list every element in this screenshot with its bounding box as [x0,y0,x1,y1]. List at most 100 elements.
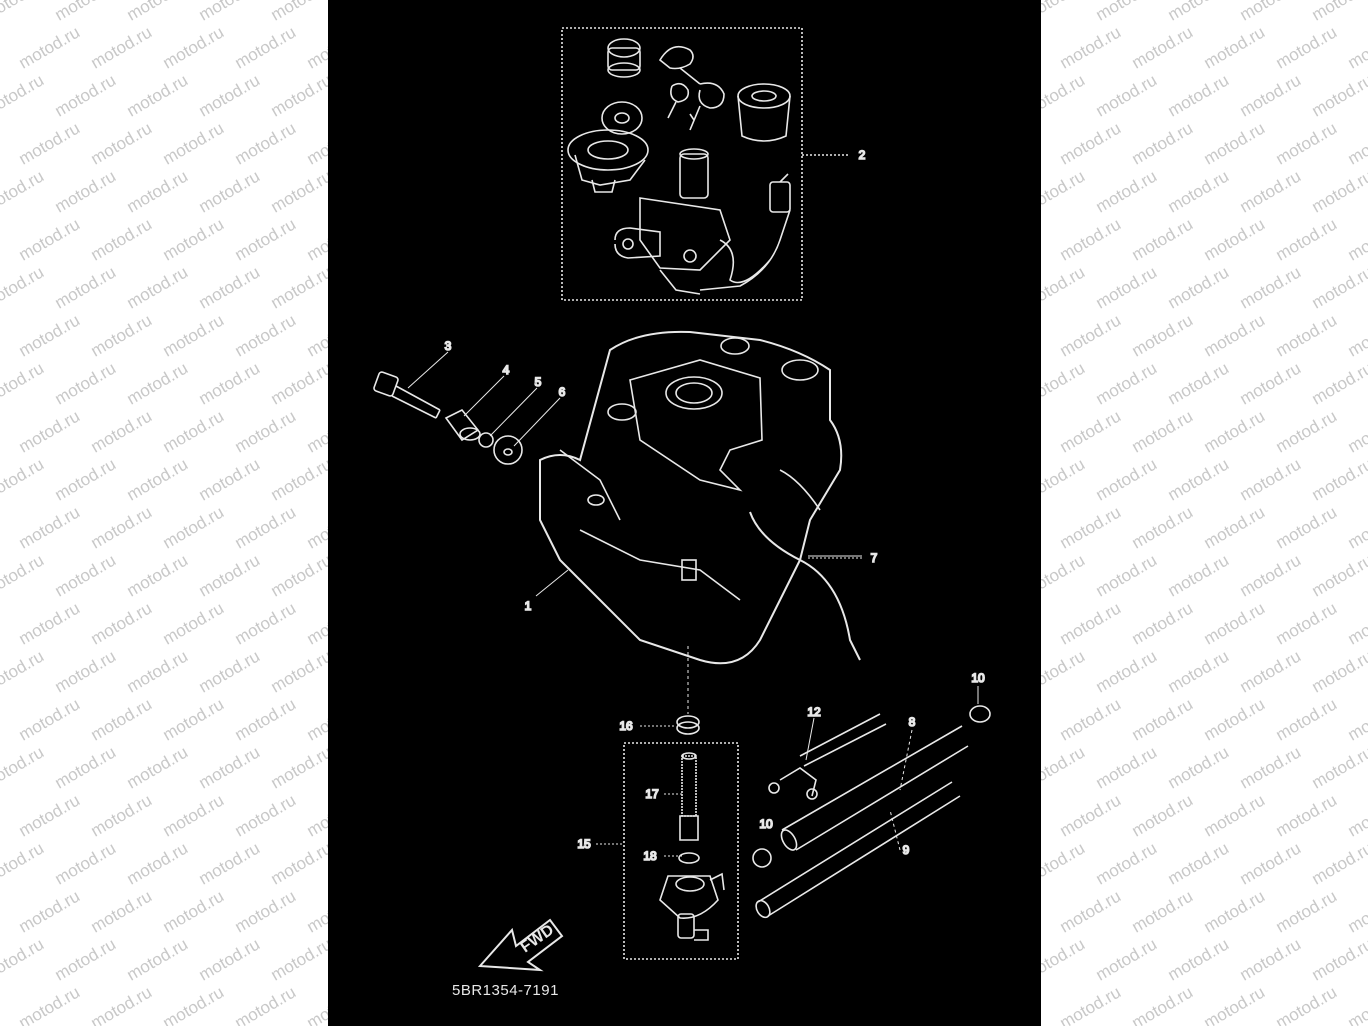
collar-part [444,408,481,442]
hose-part-8 [780,725,969,851]
watermark-text: motod.ru [51,0,119,25]
watermark-text: motod.ru [1344,214,1368,265]
watermark-text: motod.ru [1092,0,1160,25]
watermark-text: motod.ru [159,22,228,73]
watermark-text: motod.ru [1344,886,1368,937]
watermark-text: motod.ru [1164,550,1233,601]
watermark-text: motod.ru [15,406,84,457]
watermark-text: motod.ru [1056,22,1125,73]
callout-15: 15 [577,837,591,851]
watermark-text: motod.ru [1344,598,1368,649]
watermark-text: motod.ru [0,0,48,25]
watermark-text: motod.ru [51,742,120,793]
watermark-text: motod.ru [0,166,48,217]
watermark-text: motod.ru [123,838,192,889]
watermark-text: motod.ru [1236,70,1305,121]
watermark-text: motod.ru [1272,118,1341,169]
watermark-text: motod.ru [87,886,156,937]
watermark-text: motod.ru [231,406,300,457]
watermark-text: motod.ru [195,70,264,121]
watermark-text: motod.ru [15,502,84,553]
watermark-text: motod.ru [87,214,156,265]
watermark-text: motod.ru [1092,550,1161,601]
watermark-text: motod.ru [87,406,156,457]
hose-part-9 [755,781,961,919]
watermark-text: motod.ru [195,0,263,25]
watermark-text: motod.ru [1092,742,1161,793]
callout-12: 12 [807,705,821,719]
watermark-text: motod.ru [231,598,300,649]
watermark-text: motod.ru [123,166,192,217]
hose-part-12 [768,713,887,800]
watermark-text: motod.ru [1041,454,1089,505]
watermark-text: motod.ru [1344,982,1368,1026]
watermark-text: motod.ru [51,646,120,697]
watermark-text: motod.ru [1308,934,1368,985]
watermark-text: motod.ru [1308,454,1368,505]
watermark-text: motod.ru [1308,262,1368,313]
watermark-text: motod.ru [1056,310,1125,361]
watermark-text: motod.ru [303,22,328,73]
watermark-text: motod.ru [1236,0,1304,25]
watermark-text: motod.ru [1056,982,1125,1026]
callout-18: 18 [643,849,657,863]
watermark-text: motod.ru [1200,982,1269,1026]
watermark-text: motod.ru [1164,262,1233,313]
watermark-text: motod.ru [1200,502,1269,553]
watermark-text: motod.ru [1272,886,1341,937]
watermark-text: motod.ru [1164,0,1232,25]
watermark-text: motod.ru [0,838,48,889]
watermark-text: motod.ru [195,358,264,409]
watermark-text: motod.ru [87,694,156,745]
watermark-text: motod.ru [1200,118,1269,169]
callout-3: 3 [445,339,452,353]
watermark-text: motod.ru [159,406,228,457]
watermark-text: motod.ru [0,742,48,793]
watermark-text: motod.ru [51,454,120,505]
watermark-text: motod.ru [1164,166,1233,217]
watermark-text: motod.ru [1041,934,1089,985]
watermark-text: motod.ru [1041,742,1089,793]
watermark-text: motod.ru [1128,22,1197,73]
watermark-text: motod.ru [159,214,228,265]
callout-9: 9 [903,843,910,857]
watermark-text: motod.ru [1272,694,1341,745]
watermark-text: motod.ru [231,502,300,553]
watermark-text: motod.ru [0,262,48,313]
watermark-text: motod.ru [1041,166,1089,217]
watermark-text: motod.ru [1308,358,1368,409]
watermark-text: motod.ru [1056,886,1125,937]
watermark-text: motod.ru [195,838,264,889]
clamp-part-16 [676,715,700,735]
watermark-text: motod.ru [159,118,228,169]
watermark-text: motod.ru [1344,118,1368,169]
watermark-text: motod.ru [1092,70,1161,121]
watermark-text: motod.ru [303,118,328,169]
grommet-part [737,83,791,142]
watermark-text: motod.ru [1092,646,1161,697]
watermark-text: motod.ru [1128,886,1197,937]
watermark-text: motod.ru [267,454,328,505]
watermark-text: motod.ru [1236,838,1305,889]
watermark-text: motod.ru [1092,262,1161,313]
watermark-text: motod.ru [231,886,300,937]
watermark-text: motod.ru [15,22,84,73]
watermark-text: motod.ru [1308,166,1368,217]
watermark-text: motod.ru [1236,454,1305,505]
watermark-text: motod.ru [1128,118,1197,169]
watermark-text: motod.ru [51,358,120,409]
watermark-text: motod.ru [159,310,228,361]
forward-arrow [477,918,564,972]
watermark-text: motod.ru [0,646,48,697]
callout-7: 7 [871,551,878,565]
watermark-text: motod.ru [123,550,192,601]
watermark-text: motod.ru [1056,118,1125,169]
watermark-text: motod.ru [51,70,120,121]
watermark-text: motod.ru [15,886,84,937]
watermark-text: motod.ru [15,694,84,745]
watermark-text: motod.ru [0,550,48,601]
watermark-text: motod.ru [87,982,156,1026]
watermark-text: motod.ru [1041,262,1089,313]
